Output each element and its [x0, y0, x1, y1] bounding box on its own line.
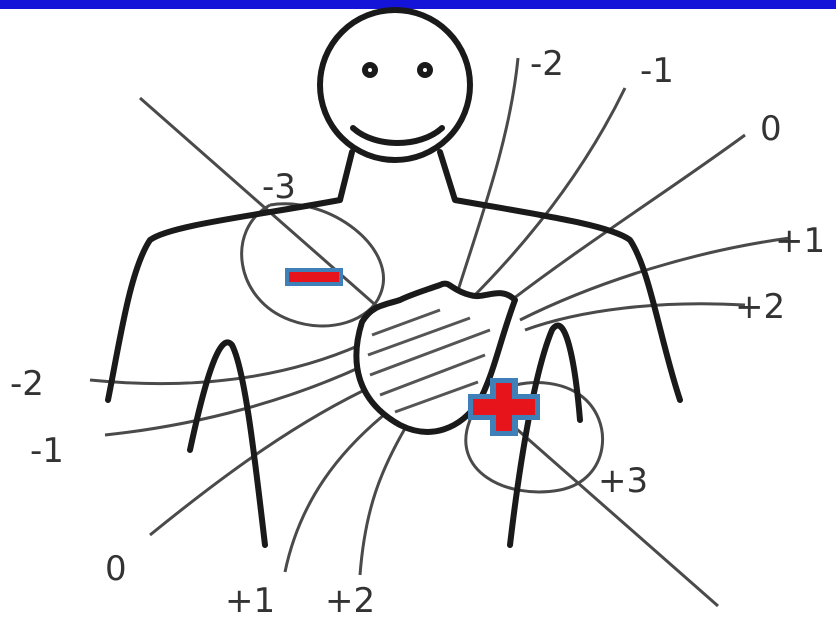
minus-marker	[285, 268, 343, 286]
body-outline	[108, 10, 680, 545]
field-line-bottom-pos1	[285, 410, 390, 572]
label-right-pos1: +1	[775, 221, 825, 261]
field-line-top-neg2	[455, 58, 518, 300]
label-left-neg1: -1	[30, 431, 64, 471]
negative-loop	[242, 204, 384, 326]
left-eye	[365, 65, 375, 75]
label-right-pos2: +2	[735, 287, 785, 327]
label-left-neg2: -2	[10, 364, 44, 404]
right-arm-inner	[510, 326, 580, 545]
label-top-neg1: -1	[640, 51, 674, 91]
label-lower-pos3: +3	[598, 461, 648, 501]
face	[353, 65, 442, 143]
field-line-left-neg1	[105, 365, 365, 435]
label-top-zero: 0	[760, 109, 782, 149]
right-eye	[420, 65, 430, 75]
label-top-neg2: -2	[530, 44, 564, 84]
smile	[353, 128, 442, 143]
field-line-top-neg1	[470, 88, 625, 300]
label-upper-neg3: -3	[262, 167, 296, 207]
label-bottom-pos1: +1	[225, 581, 275, 621]
field-line-bottom-pos2	[360, 420, 410, 575]
label-bottom-zero: 0	[105, 549, 127, 589]
left-arm-inner	[190, 342, 265, 545]
head-outline	[320, 10, 470, 160]
field-line-left-neg2	[90, 345, 360, 384]
label-bottom-pos2: +2	[325, 581, 375, 621]
